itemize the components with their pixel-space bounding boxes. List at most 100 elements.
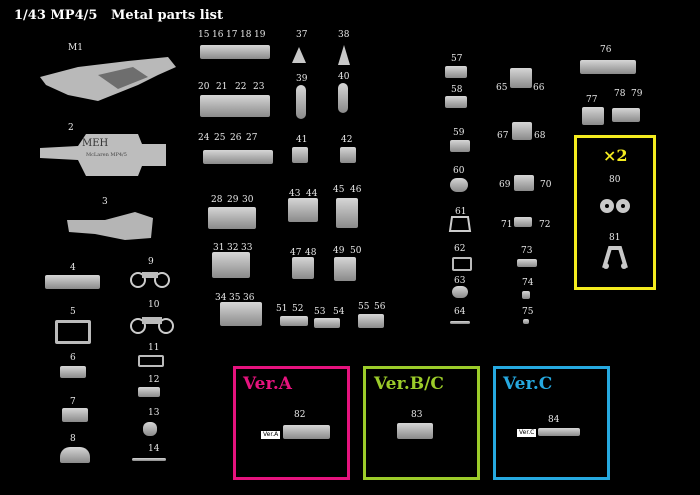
part-number-58: 58	[451, 85, 463, 95]
ver-c-stamp: Ver.C	[517, 429, 537, 437]
part-number-73: 73	[521, 246, 533, 256]
part-number-22: 22	[235, 82, 247, 92]
part-number-11: 11	[148, 343, 160, 353]
part-45-46	[336, 198, 358, 228]
part-69-70	[514, 175, 534, 191]
part-40	[338, 83, 348, 113]
part-number-24: 24	[198, 133, 210, 143]
part-number-55: 55	[358, 302, 370, 312]
part-14	[132, 458, 166, 461]
part-number-17: 17	[226, 30, 238, 40]
ver-c-box	[493, 366, 610, 480]
part-81	[602, 246, 628, 269]
part-number-71: 71	[501, 220, 513, 230]
part-64	[450, 321, 470, 324]
part-24-27	[203, 150, 273, 164]
part-number-32: 32	[227, 243, 239, 253]
part-15-19	[200, 45, 270, 59]
part-number-38: 38	[338, 30, 350, 40]
part-number-13: 13	[148, 408, 160, 418]
part-number-28: 28	[211, 195, 223, 205]
part-78-79	[612, 108, 640, 122]
part-number-63: 63	[454, 276, 466, 286]
part-38	[338, 45, 350, 65]
part-number-84: 84	[548, 415, 560, 425]
part-8	[60, 447, 90, 463]
part-76	[580, 60, 636, 74]
part-number-77: 77	[586, 95, 598, 105]
part-number-75: 75	[522, 307, 534, 317]
part-number-60: 60	[453, 166, 465, 176]
part-number-48: 48	[305, 248, 317, 258]
part-74	[522, 291, 530, 299]
part-number-45: 45	[333, 185, 345, 195]
part-number-9: 9	[148, 257, 154, 267]
part-number-37: 37	[296, 30, 308, 40]
part-number-65: 65	[496, 83, 508, 93]
part-number-12: 12	[148, 375, 160, 385]
part-47-48	[292, 257, 314, 279]
part-6	[60, 366, 86, 378]
part-number-31: 31	[213, 243, 225, 253]
part-number-19: 19	[254, 30, 266, 40]
part-number-43: 43	[289, 189, 301, 199]
part-11	[138, 355, 164, 367]
part-77	[582, 107, 604, 125]
part-number-41: 41	[296, 135, 308, 145]
part-number-76: 76	[600, 45, 612, 55]
part-number-57: 57	[451, 54, 463, 64]
part-number-m1: M1	[68, 43, 83, 53]
part-83	[397, 423, 433, 439]
part-39	[296, 85, 306, 119]
part-number-39: 39	[296, 74, 308, 84]
part-number-67: 67	[497, 131, 509, 141]
x2-box	[574, 135, 656, 290]
part-number-74: 74	[522, 278, 534, 288]
part-42	[340, 147, 356, 163]
part-31-33	[212, 252, 250, 278]
multiplier-label: ×2	[603, 146, 628, 165]
part-41	[292, 147, 308, 163]
part-number-5: 5	[70, 307, 76, 317]
part-number-59: 59	[453, 128, 465, 138]
part-number-18: 18	[240, 30, 252, 40]
part-number-20: 20	[198, 82, 210, 92]
part-number-25: 25	[214, 133, 226, 143]
part-2-floor	[40, 134, 166, 176]
part-60	[450, 178, 468, 192]
part-number-56: 56	[374, 302, 386, 312]
part-49-50	[334, 257, 356, 281]
part-number-36: 36	[243, 293, 255, 303]
part-number-26: 26	[230, 133, 242, 143]
part-number-49: 49	[333, 246, 345, 256]
part-number-35: 35	[229, 293, 241, 303]
part-80	[600, 199, 630, 213]
part-number-3: 3	[102, 197, 108, 207]
ver-a-title: Ver.A	[243, 374, 292, 394]
part-number-8: 8	[70, 434, 76, 444]
part-61	[448, 216, 472, 232]
part-number-46: 46	[350, 185, 362, 195]
part-number-4: 4	[70, 263, 76, 273]
part-67-68	[512, 122, 532, 140]
part-20-23	[200, 95, 270, 117]
part-number-62: 62	[454, 244, 466, 254]
part-number-40: 40	[338, 72, 350, 82]
part-number-64: 64	[454, 307, 466, 317]
part-number-21: 21	[216, 82, 228, 92]
part-number-80: 80	[609, 175, 621, 185]
part-5	[55, 320, 91, 344]
part-57	[445, 66, 467, 78]
part-71-72	[514, 217, 532, 227]
part-number-61: 61	[455, 207, 467, 217]
part-number-69: 69	[499, 180, 511, 190]
part-34-36	[220, 302, 262, 326]
part-number-66: 66	[533, 83, 545, 93]
part-number-16: 16	[212, 30, 224, 40]
part-number-27: 27	[246, 133, 258, 143]
part-58	[445, 96, 467, 108]
part-55-56	[358, 314, 384, 328]
ver-bc-title: Ver.B/C	[374, 374, 444, 394]
part-2-engraving: MEH	[82, 138, 109, 149]
